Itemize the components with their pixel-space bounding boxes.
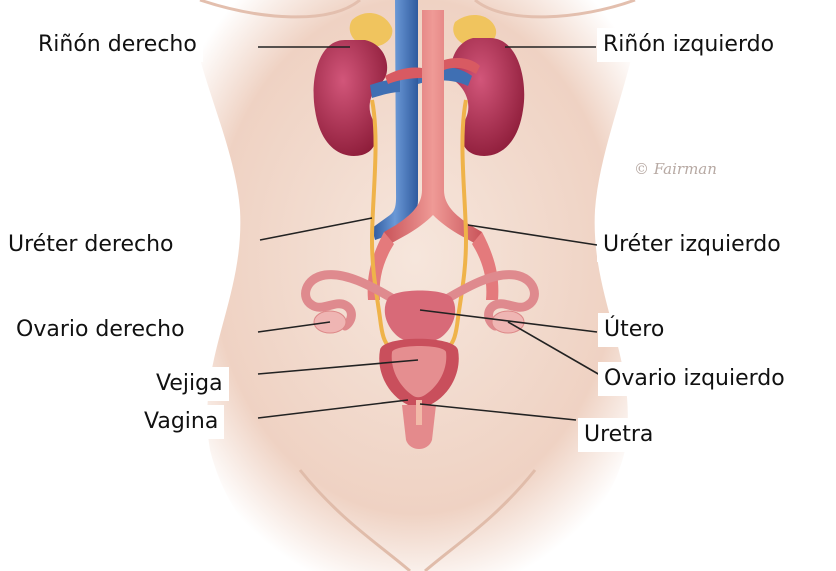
label-ureter-derecho: Uréter derecho	[2, 228, 180, 262]
label-ovario-izquierdo: Ovario izquierdo	[598, 362, 791, 396]
label-vagina: Vagina	[138, 405, 224, 439]
label-rinon-izquierdo: Riñón izquierdo	[597, 28, 780, 62]
label-uretra: Uretra	[578, 418, 659, 452]
artist-signature: © Fairman	[634, 160, 717, 178]
label-rinon-derecho: Riñón derecho	[32, 28, 203, 62]
label-utero: Útero	[598, 313, 670, 347]
label-ureter-izquierdo: Uréter izquierdo	[597, 228, 787, 262]
label-ovario-derecho: Ovario derecho	[10, 313, 191, 347]
label-vejiga: Vejiga	[150, 367, 229, 401]
